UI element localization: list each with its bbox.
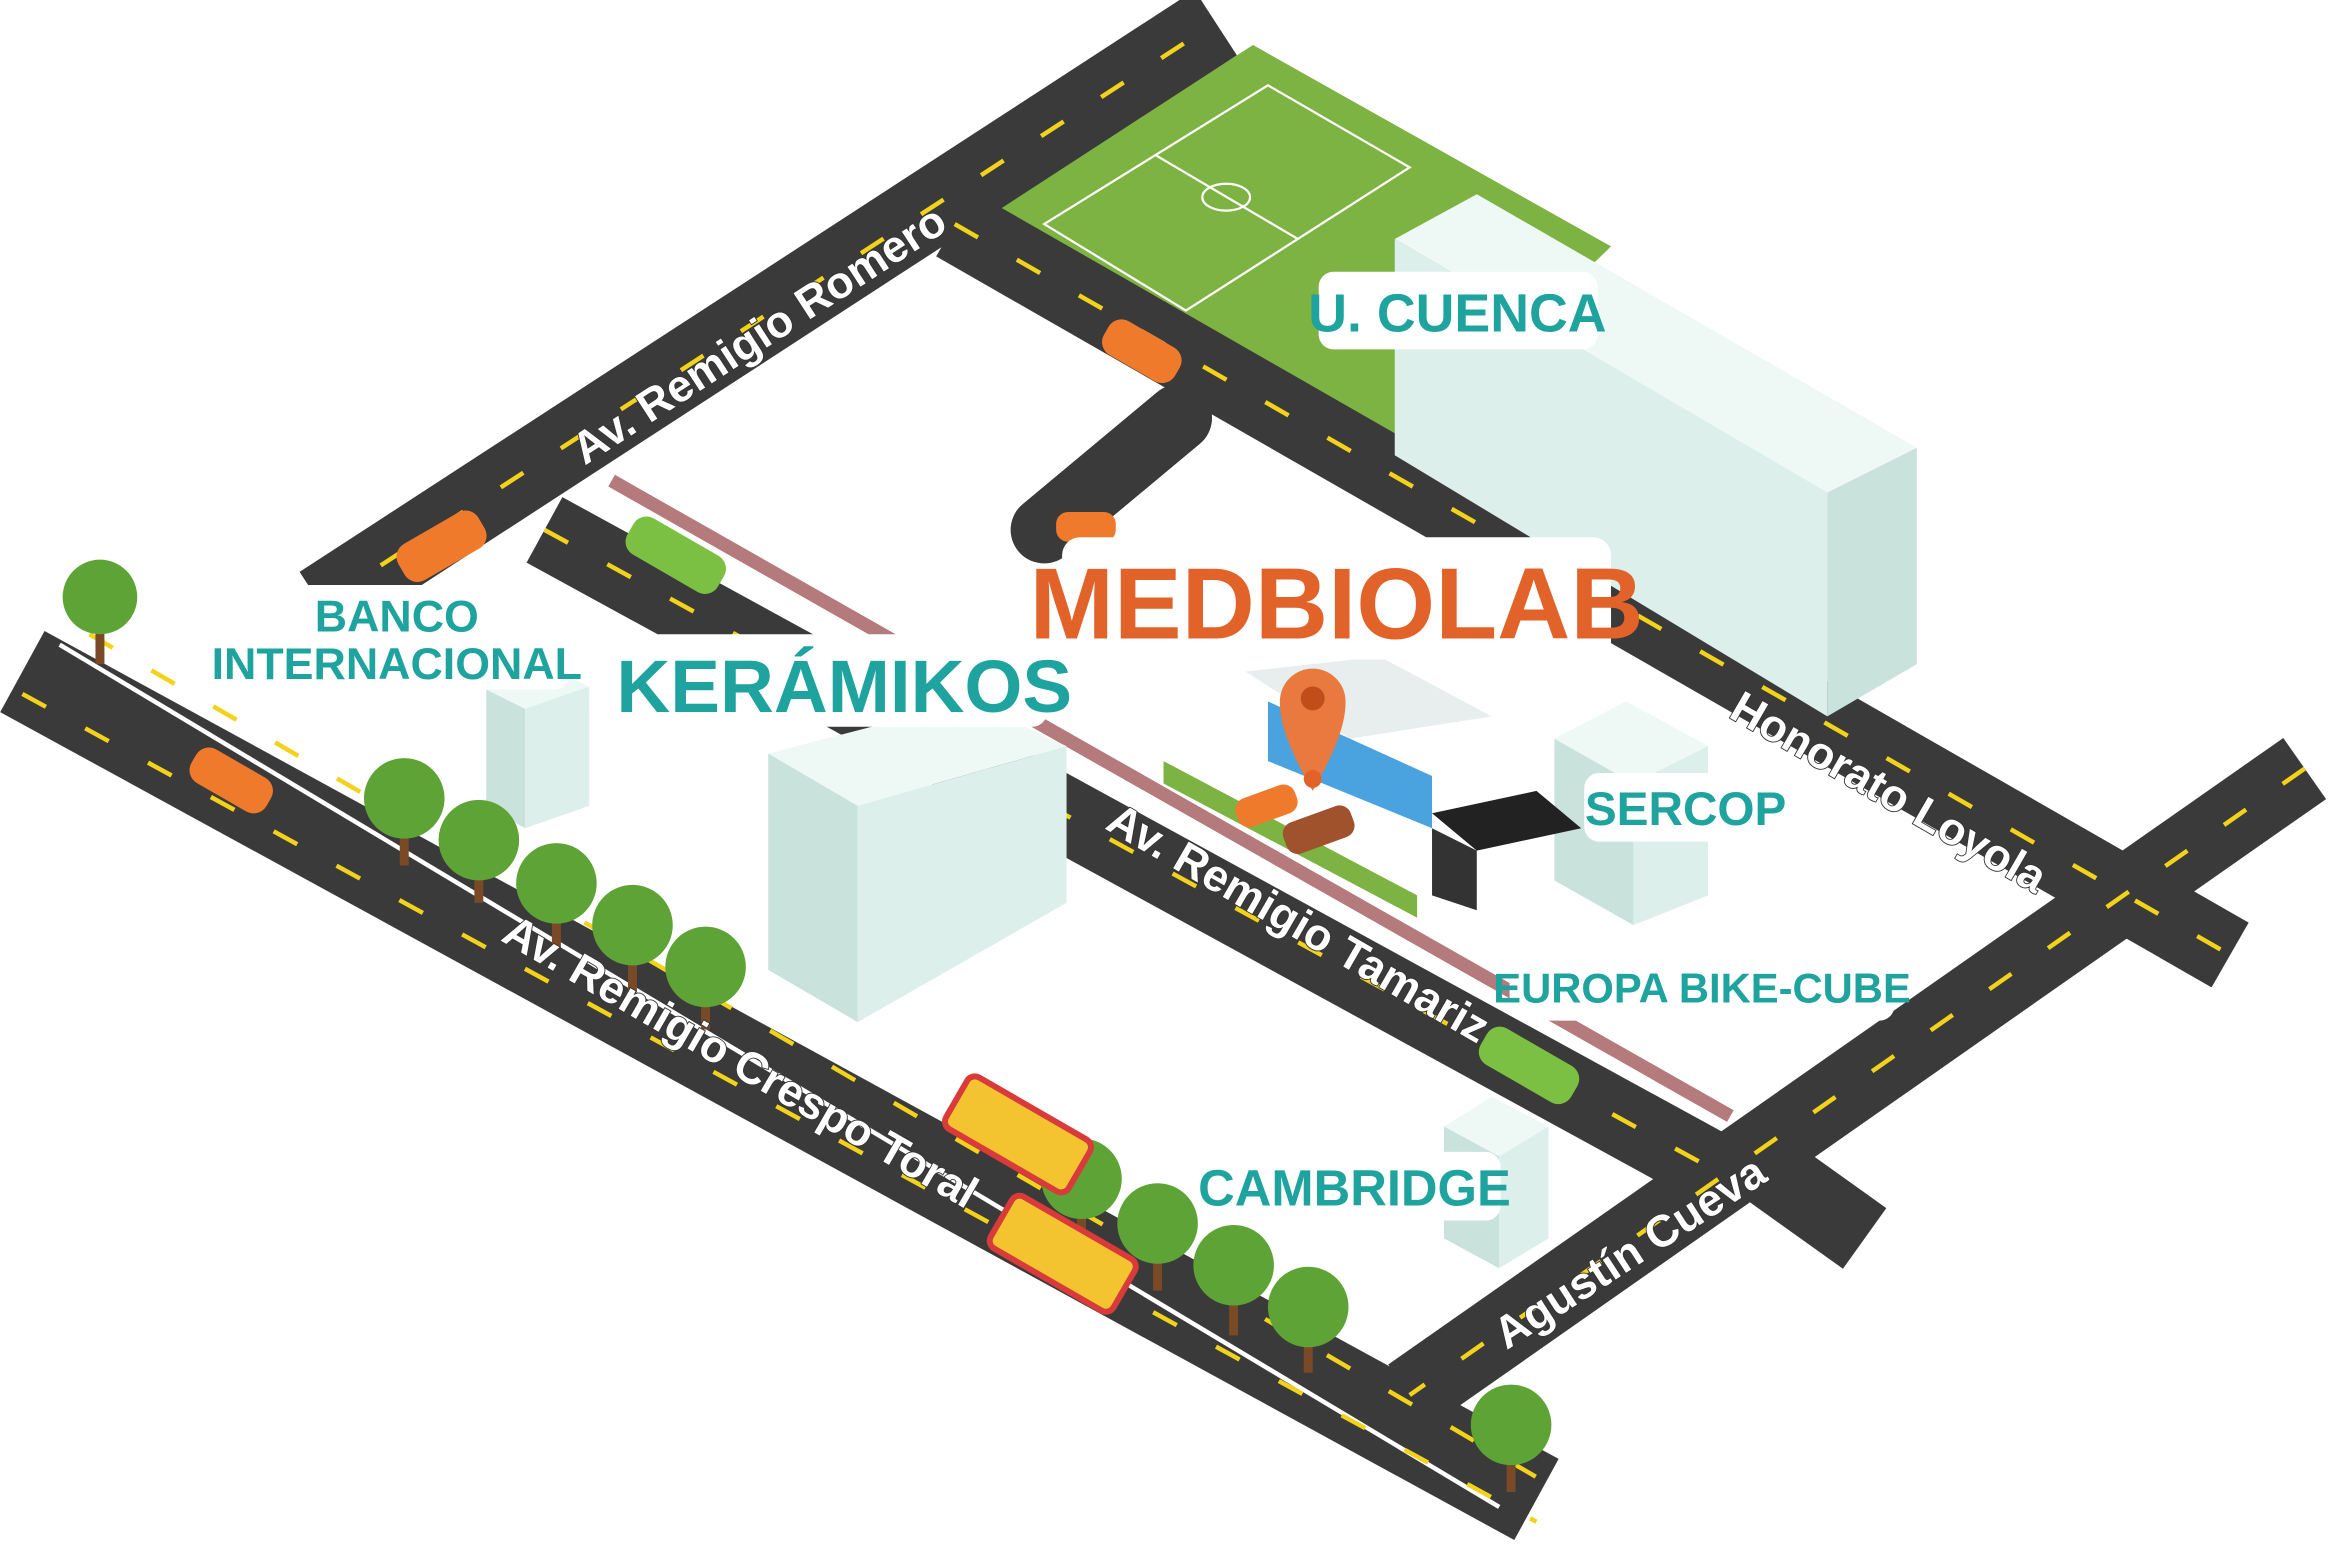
tree bbox=[1193, 1224, 1274, 1336]
svg-text:SERCOP: SERCOP bbox=[1585, 783, 1787, 836]
tree bbox=[363, 758, 445, 866]
tree bbox=[62, 559, 138, 665]
bus bbox=[986, 1192, 1139, 1315]
car bbox=[625, 516, 726, 594]
tree bbox=[592, 884, 673, 993]
road-crespo-toral bbox=[0, 630, 1559, 1541]
street-label-romero: Av. Remigio Romero bbox=[563, 195, 955, 474]
label-banco-internacional: BANCO INTERNACIONAL bbox=[212, 585, 582, 690]
svg-text:KERÁMIKOS: KERÁMIKOS bbox=[616, 644, 1072, 728]
building-banco bbox=[486, 668, 590, 829]
road-stub bbox=[1010, 384, 1213, 564]
svg-text:CAMBRIDGE: CAMBRIDGE bbox=[1198, 1160, 1511, 1217]
tree bbox=[516, 843, 597, 948]
car bbox=[1282, 805, 1355, 854]
car bbox=[1478, 1026, 1580, 1105]
car bbox=[189, 747, 273, 814]
svg-text:U. CUENCA: U. CUENCA bbox=[1308, 283, 1606, 343]
field-lines bbox=[1042, 84, 1412, 312]
label-cambridge: CAMBRIDGE bbox=[1198, 1151, 1511, 1221]
road-romero bbox=[299, 0, 1237, 637]
road-stub2 bbox=[1738, 1133, 1887, 1269]
tree bbox=[438, 799, 520, 903]
label-keramikos: KERÁMIKOS bbox=[616, 634, 1072, 728]
car bbox=[1102, 319, 1182, 384]
location-pin-icon bbox=[1279, 668, 1346, 791]
svg-text:EUROPA BIKE-CUBE: EUROPA BIKE-CUBE bbox=[1493, 965, 1911, 1012]
tree bbox=[1267, 1266, 1349, 1373]
svg-text:BANCO: BANCO bbox=[315, 591, 479, 641]
building-keramikos bbox=[768, 701, 1067, 1023]
tree bbox=[665, 926, 746, 1030]
label-medbiolab: MEDBIOLAB bbox=[1030, 537, 1644, 661]
crespo-median bbox=[58, 642, 1501, 1509]
svg-text:INTERNACIONAL: INTERNACIONAL bbox=[212, 639, 582, 689]
tree bbox=[1470, 1384, 1552, 1493]
bus bbox=[942, 1073, 1094, 1196]
road-cueva bbox=[1388, 737, 2327, 1426]
vehicles bbox=[189, 319, 1580, 1315]
building-u-cuenca bbox=[1394, 194, 1917, 717]
tree bbox=[1117, 1183, 1198, 1291]
car bbox=[396, 510, 487, 583]
trees bbox=[62, 559, 1552, 1493]
svg-text:MEDBIOLAB: MEDBIOLAB bbox=[1030, 548, 1644, 661]
label-sercop: SERCOP bbox=[1584, 773, 1788, 842]
car bbox=[1235, 784, 1298, 828]
car bbox=[1056, 511, 1116, 542]
label-u-cuenca: U. CUENCA bbox=[1308, 271, 1607, 350]
label-europa-bike-cube: EUROPA BIKE-CUBE bbox=[1493, 952, 1911, 1021]
